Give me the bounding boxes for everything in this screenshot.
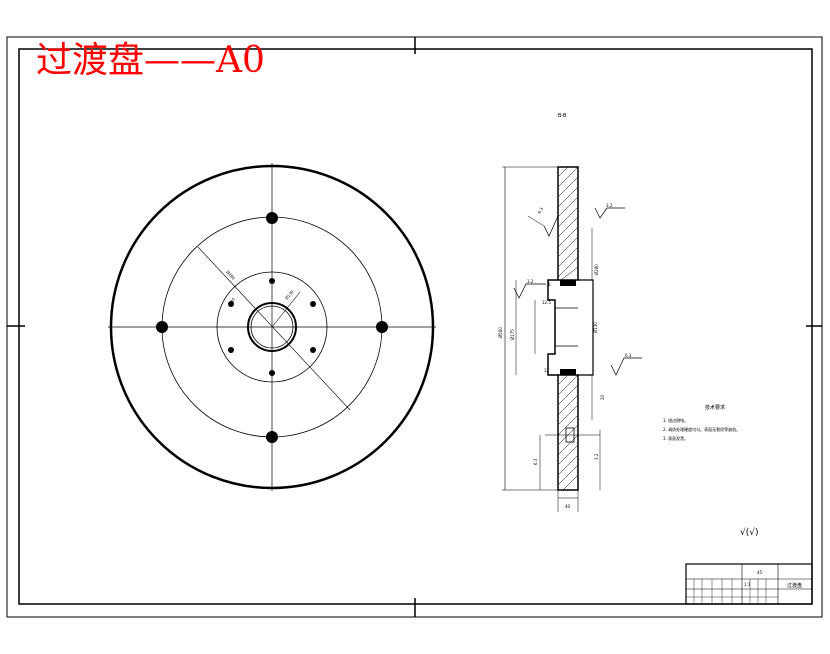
small-dim: 6.3 (533, 458, 538, 465)
large-hole (266, 212, 278, 224)
large-hole (376, 321, 388, 333)
technical-requirements: 技术要求 1. 锐边倒钝。 2. 调质处理硬度均匀。表面无裂纹等缺陷。 3. 表… (663, 404, 740, 441)
tech-req-item: 1. 锐边倒钝。 (663, 417, 688, 423)
front-dim-label: Ø80 (228, 296, 237, 306)
large-hole (156, 321, 168, 333)
drawing-title: 过渡盘——A0 (36, 40, 265, 81)
overall-dim: Ø500 (498, 327, 503, 338)
roughness-value: 6.3 (537, 206, 545, 214)
roughness-value: 3.2 (527, 279, 534, 284)
centering-marks (7, 37, 822, 617)
small-hole (310, 347, 316, 353)
bore-dim-leader (271, 291, 301, 328)
small-hole (228, 301, 234, 307)
section-view (502, 166, 642, 512)
small-dim: 12 (544, 368, 550, 373)
small-hole (228, 347, 234, 353)
roughness-symbol (610, 357, 642, 376)
roughness-symbol (543, 215, 559, 237)
large-hole (266, 431, 278, 443)
small-dim: 8 (548, 282, 551, 287)
pitch-dim-leader (197, 246, 351, 411)
thickness-dim: 40 (565, 504, 571, 509)
hub-outline (547, 279, 558, 376)
pitch-dim: Ø280 (594, 264, 599, 275)
title-block-material: 45 (757, 570, 763, 575)
front-view-dims: Ø280 Ø130 Ø80 (225, 269, 295, 306)
roughness-symbol (594, 207, 625, 219)
small-hole (269, 370, 275, 376)
title-block (685, 563, 813, 605)
title-block-scale: 1:1 (744, 582, 751, 587)
section-hatching (557, 166, 579, 491)
tech-req-heading: 技术要求 (705, 404, 725, 411)
inner-border (18, 48, 813, 605)
front-dim-label: Ø280 (225, 269, 236, 281)
bolt-holes (156, 212, 388, 443)
section-dims: Ø500 Ø175 Ø130 Ø280 40 8 12 12.5 20 6.3 … (498, 203, 632, 509)
hub-outline-right (578, 279, 594, 376)
tech-req-item: 2. 调质处理硬度均匀。表面无裂纹等缺陷。 (663, 426, 740, 432)
front-dim-label: Ø130 (284, 289, 295, 301)
small-dim: 3.2 (594, 453, 599, 460)
small-dim: 12.5 (542, 300, 551, 305)
small-hole (310, 301, 316, 307)
roughness-value: 6.3 (625, 353, 632, 358)
small-hole (269, 278, 275, 284)
through-hole (560, 369, 576, 375)
roughness-value: 3.2 (606, 203, 613, 208)
title-block-part-name: 过渡盘 (787, 582, 802, 589)
hub-dim: Ø175 (510, 329, 515, 340)
tech-req-item: 3. 表面发黑。 (663, 435, 688, 441)
section-label: B-B (558, 113, 567, 119)
bore-dim: Ø130 (593, 322, 598, 333)
roughness-note: √(√) (740, 527, 759, 538)
through-hole (560, 280, 576, 286)
roughness-symbol (513, 283, 546, 299)
small-dim: 20 (600, 394, 605, 400)
